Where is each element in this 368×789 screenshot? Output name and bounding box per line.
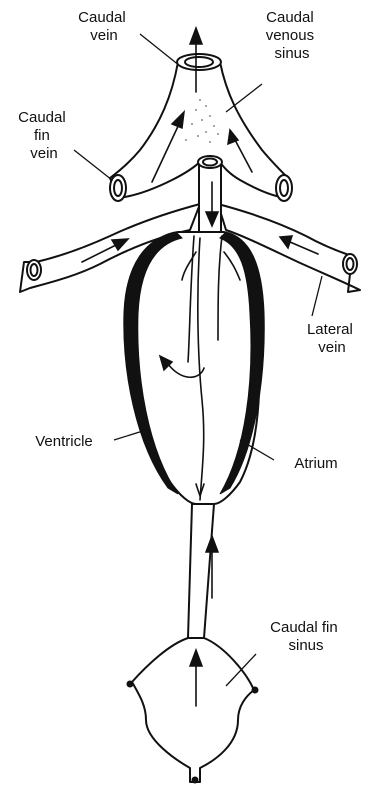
- label-ventricle: Ventricle: [35, 433, 93, 450]
- label-caudal-fin-vein: Caudal fin vein: [18, 109, 70, 162]
- caudal-vein-lumen: [185, 57, 213, 67]
- label-caudal-venous-sinus: Caudal venous sinus: [266, 9, 319, 62]
- fin-sinus-right-tip: [252, 687, 258, 693]
- arrow-caudal-vein-head: [190, 28, 202, 44]
- right-caudal-fin-vein-lumen: [280, 180, 288, 196]
- left-lateral-vein-lumen: [31, 264, 38, 276]
- label-atrium: Atrium: [294, 455, 337, 472]
- label-caudal-fin-sinus: Caudal fin sinus: [270, 619, 342, 654]
- right-lateral-vein-lumen: [347, 258, 354, 270]
- central-vessel-lumen: [203, 159, 217, 166]
- leader-caudal-vein: [140, 34, 180, 66]
- caudal-fin-vein-tube: [188, 504, 214, 638]
- label-caudal-vein: Caudal vein: [78, 9, 130, 44]
- fin-sinus-bottom-tip: [192, 777, 198, 783]
- label-lateral-vein: Lateral vein: [307, 321, 357, 356]
- fin-sinus-left-tip: [127, 681, 133, 687]
- left-caudal-fin-vein-lumen: [114, 180, 122, 196]
- leader-lateral-vein: [312, 276, 322, 316]
- leader-caudal-fin-vein: [74, 150, 112, 180]
